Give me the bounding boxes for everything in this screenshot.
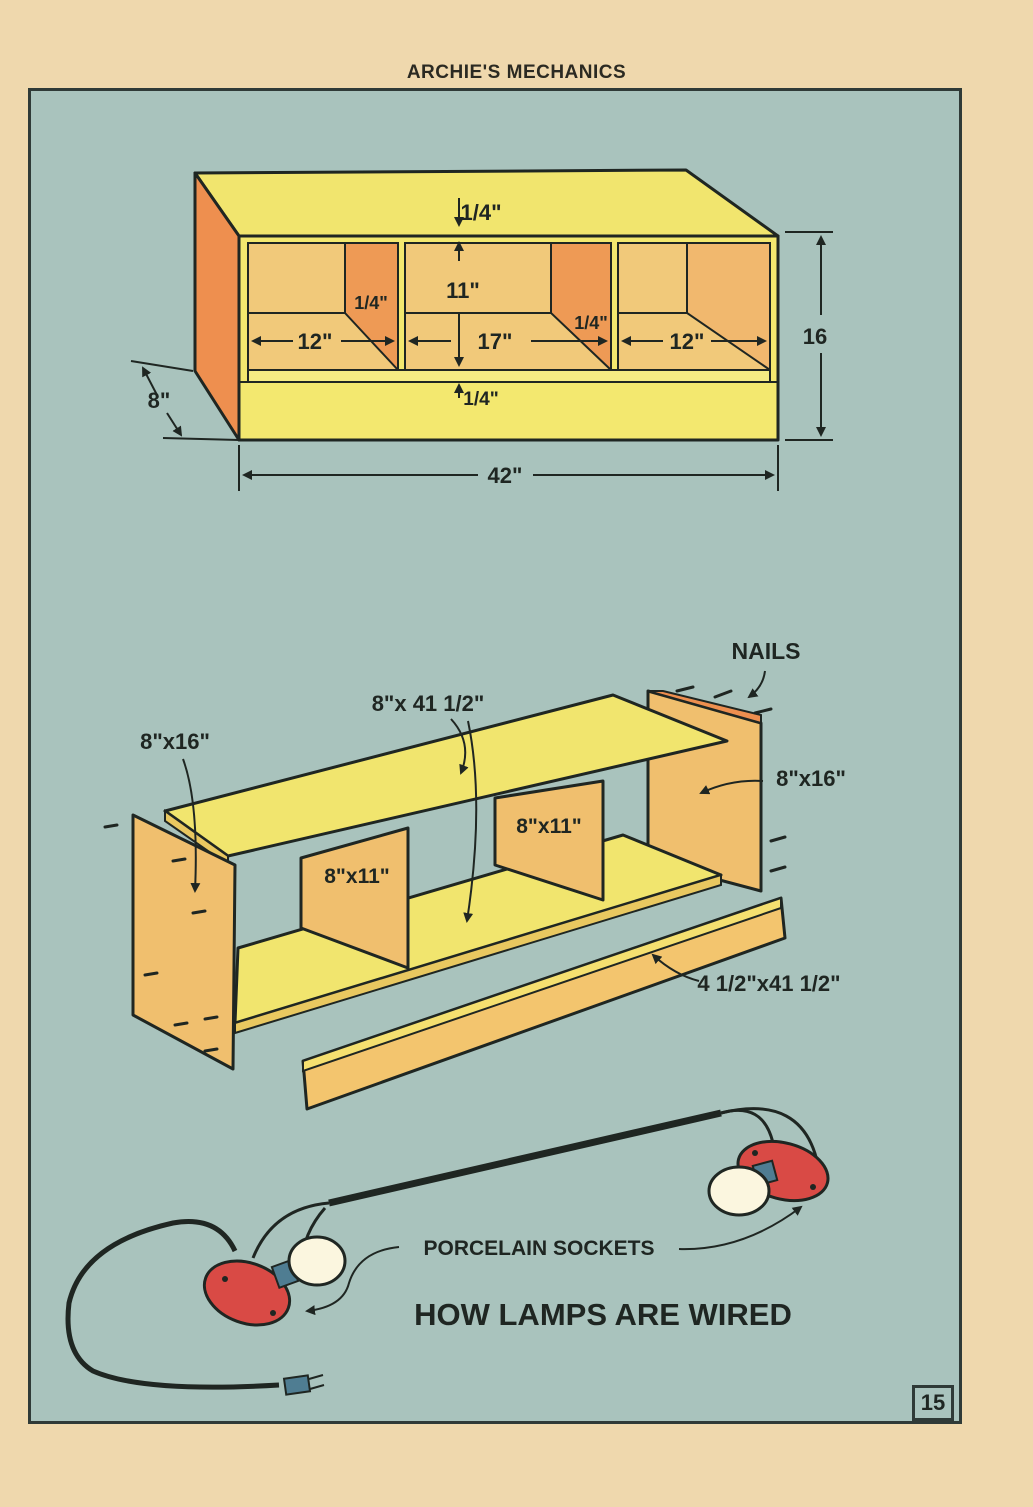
depth-ext-bottom — [162, 437, 240, 441]
plug-prong-1 — [308, 1374, 324, 1380]
right-bulb-icon — [707, 1165, 771, 1217]
dim-depth: 8" — [148, 388, 171, 413]
dim-overall-width: 42" — [488, 463, 523, 488]
label-nails: NAILS — [732, 638, 801, 664]
label-right-end: 8"x16" — [776, 766, 846, 791]
top-board — [163, 693, 729, 858]
plug-prong-2 — [309, 1384, 325, 1390]
nails-arrow — [747, 670, 766, 699]
bottom-board-edge — [234, 873, 722, 1035]
label-top-board: 8"x 41 1/2" — [372, 691, 485, 716]
depth-arrow-down — [166, 412, 183, 437]
label-right-divider: 8"x11" — [516, 815, 581, 838]
left-divider — [299, 826, 410, 970]
left-end-piece — [131, 813, 237, 1071]
page-header: ARCHIE'S MECHANICS — [406, 62, 627, 83]
right-end-arrow — [699, 779, 764, 795]
exploded-shelf: NAILS 8"x 41 1/2" 8"x16" 8"x16" 8"x11" 8… — [103, 638, 846, 1111]
label-front-strip: 4 1/2"x41 1/2" — [697, 971, 840, 996]
right-divider — [493, 779, 605, 902]
wire-left-1 — [251, 1201, 330, 1259]
power-cord — [65, 1219, 280, 1390]
assembled-shelf: 1/4" 11" 12" 17" 12" 1/4" 1/4" 1/4" — [130, 168, 833, 491]
left-bulb-icon — [287, 1235, 347, 1287]
right-socket-screw-2 — [810, 1184, 816, 1190]
dim-right-divider-thickness: 1/4" — [574, 313, 608, 333]
socket-arrow-left — [305, 1246, 400, 1316]
lamp-cord — [328, 1109, 722, 1207]
dim-inner-height: 11" — [446, 278, 480, 303]
wiring-title: HOW LAMPS ARE WIRED — [414, 1297, 792, 1332]
right-socket-screw-1 — [752, 1150, 758, 1156]
left-socket-screw-1 — [222, 1276, 228, 1282]
left-socket-screw-2 — [270, 1310, 276, 1316]
right-end-top-edge — [647, 690, 762, 725]
front-strip-arrow — [651, 953, 700, 982]
front-strip-top — [302, 896, 782, 1073]
left-end-arrow — [182, 758, 201, 893]
dim-left-divider-thickness: 1/4" — [354, 293, 388, 313]
top-board-arrow — [450, 718, 469, 775]
dim-bottom-thickness: 1/4" — [463, 389, 498, 410]
illustration-panel: 1/4" 11" 12" 17" 12" 1/4" 1/4" 1/4" — [28, 88, 962, 1424]
dim-overall-height: 16 — [803, 324, 827, 349]
dim-left-width: 12" — [298, 329, 333, 354]
bottom-board-arrow — [463, 720, 478, 923]
shelf-illustration: 1/4" 11" 12" 17" 12" 1/4" 1/4" 1/4" — [65, 168, 846, 1396]
socket-arrow-right — [678, 1205, 803, 1251]
nails — [103, 685, 787, 1053]
plug-icon — [282, 1374, 312, 1396]
lamp-wiring: PORCELAIN SOCKETS HOW LAMPS ARE WIRED — [65, 1107, 830, 1396]
page-number: 15 — [912, 1385, 954, 1421]
bottom-shelf-edge — [247, 369, 771, 383]
wire-right-2 — [720, 1107, 820, 1166]
depth-arrow-up — [142, 366, 158, 396]
wire-right-1 — [720, 1108, 775, 1144]
label-porcelain-sockets: PORCELAIN SOCKETS — [423, 1237, 654, 1260]
label-left-end: 8"x16" — [140, 729, 210, 754]
label-left-divider: 8"x11" — [324, 865, 389, 888]
dim-center-width: 17" — [478, 329, 513, 354]
dim-top-thickness: 1/4" — [460, 200, 501, 225]
depth-ext-top — [130, 360, 194, 372]
dim-right-width: 12" — [670, 329, 705, 354]
